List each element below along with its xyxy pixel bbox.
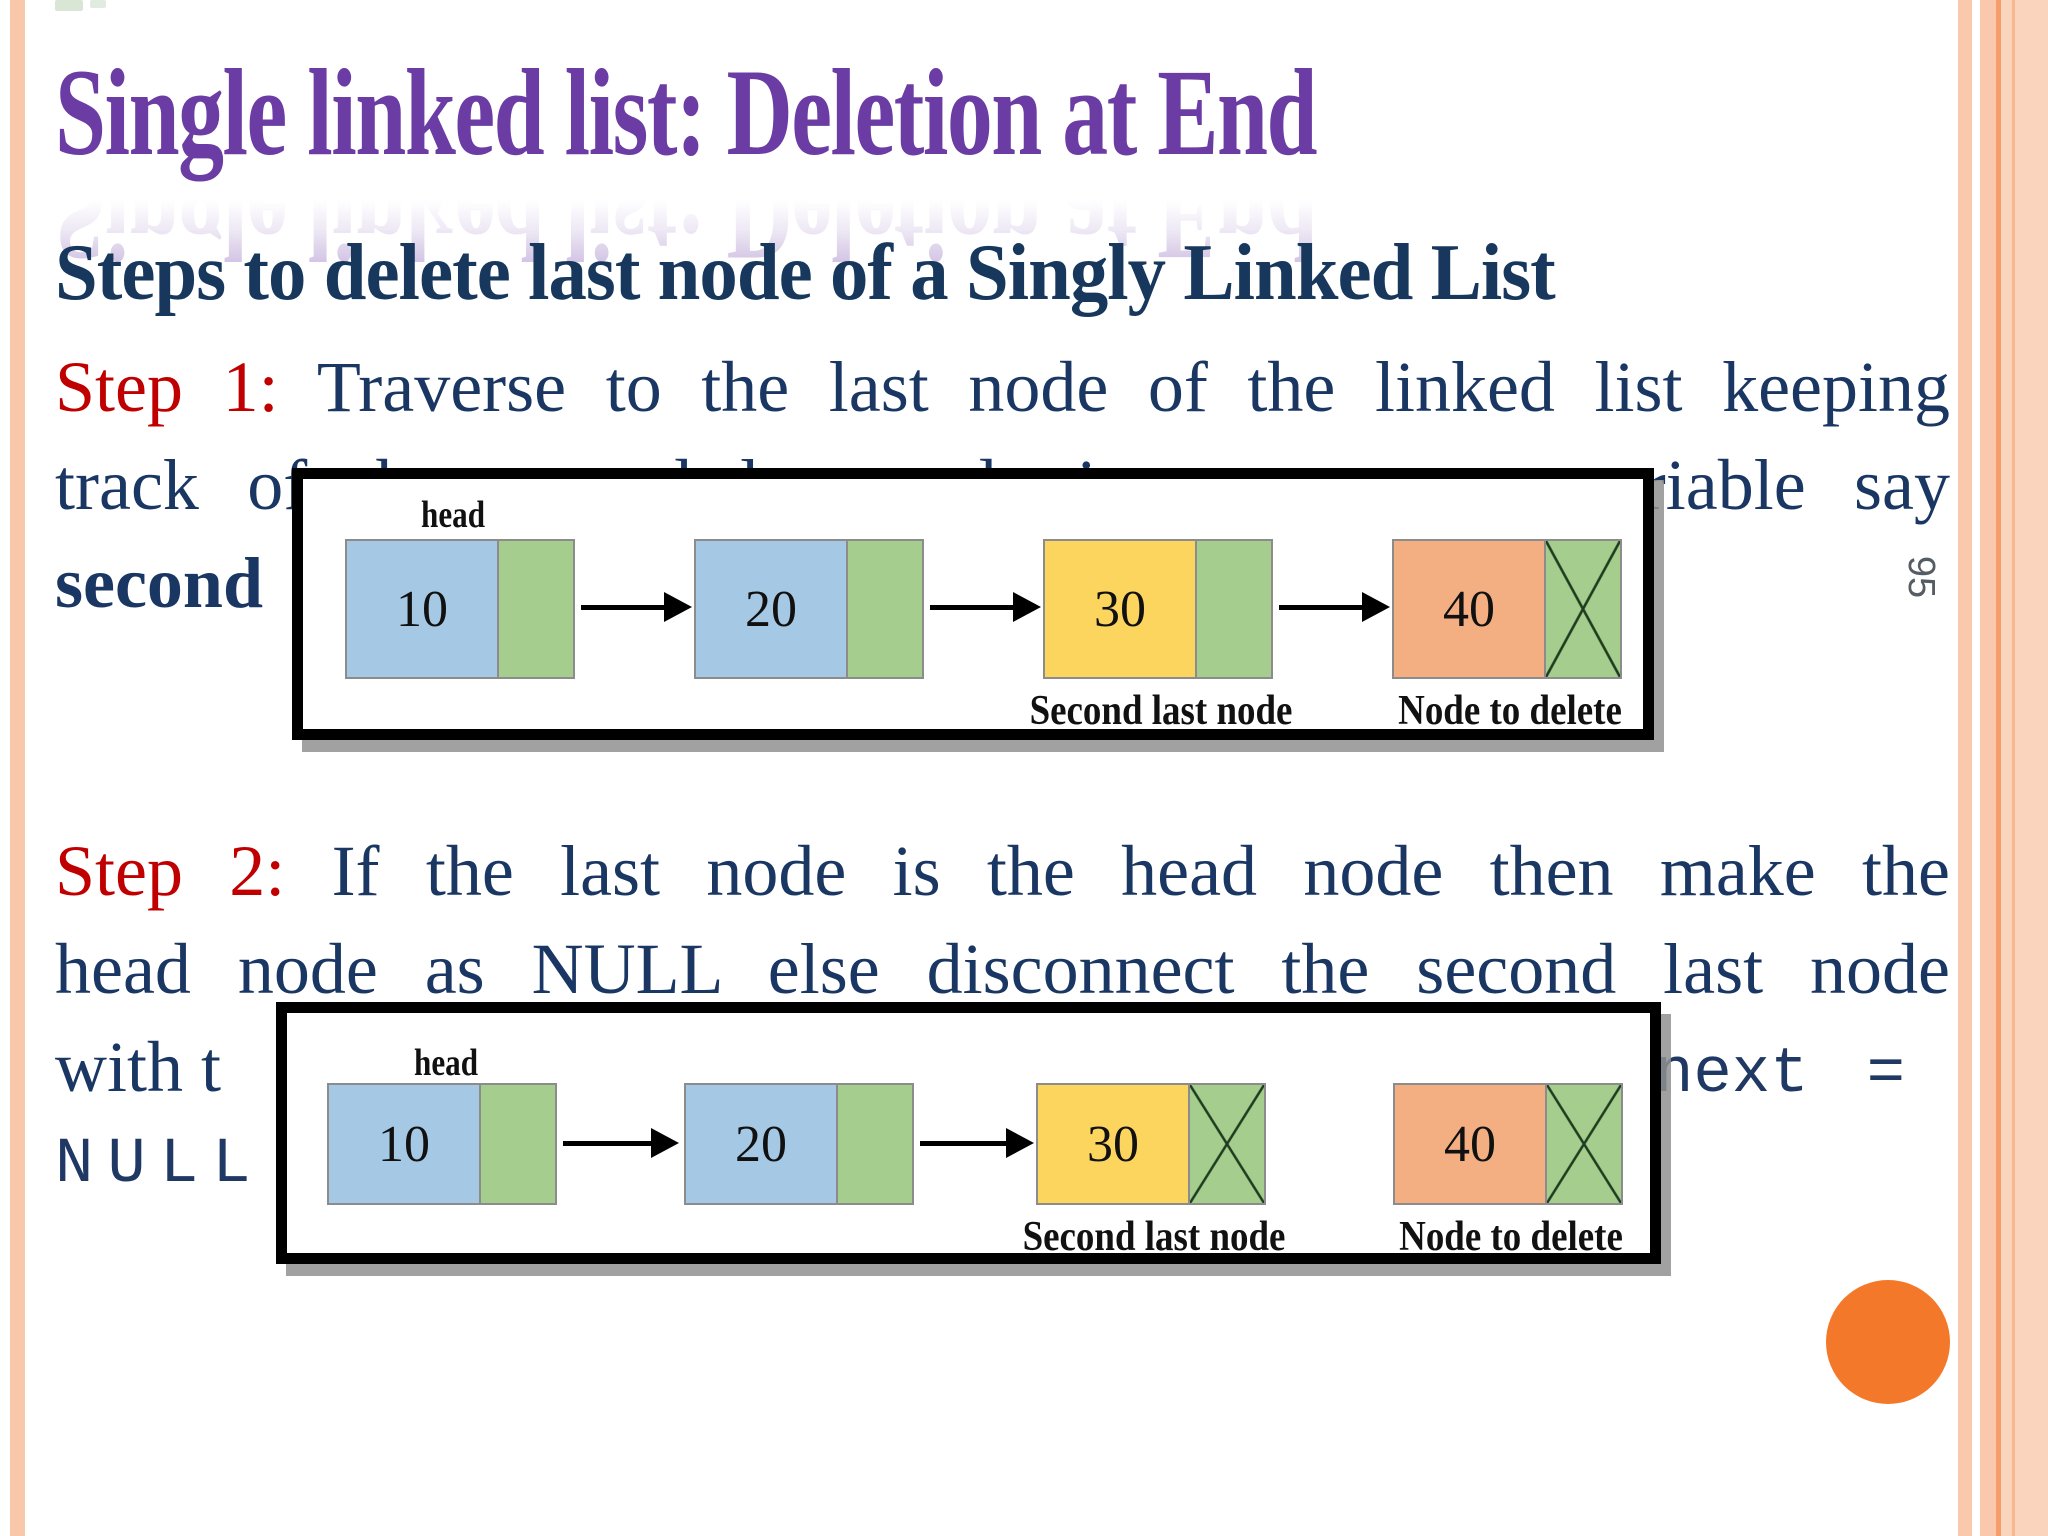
step1-line1-text: Traverse to the last node of the linked … (278, 347, 1950, 427)
step2-line3-left: with t (55, 1027, 222, 1107)
diagram1-arrow-3 (1279, 592, 1390, 622)
right-border-stripe-2 (1980, 0, 1996, 1536)
slide-title-text: Single linked list: Deletion at End (55, 44, 1318, 181)
node-data-cell: 40 (1393, 1083, 1547, 1205)
diagram1-node-30: 30 (1043, 539, 1273, 679)
top-left-mark (55, 0, 83, 11)
diagram2-node-to-delete-label: Node to delete (1399, 1214, 1623, 1260)
null-cross-icon (1546, 541, 1620, 677)
diagram1-second-last-label: Second last node (1029, 688, 1293, 734)
node-next-cell (846, 539, 924, 679)
slide-title: Single linked list: Deletion at End (55, 42, 1955, 184)
left-border-stripe (10, 0, 25, 1536)
step1-line3-bold: second (55, 543, 264, 623)
diagram1-node-to-delete-label: Node to delete (1398, 688, 1622, 734)
diagram2-node-10: 10 (327, 1083, 557, 1205)
diagram2-node-30: 30 (1036, 1083, 1266, 1205)
step1-line1: Step 1: Traverse to the last node of the… (55, 338, 1950, 436)
code-next: next (1654, 1039, 1809, 1111)
step2-paragraph: Step 2: If the last node is the head nod… (55, 822, 1950, 1214)
accent-circle (1826, 1280, 1950, 1404)
section-heading: Steps to delete last node of a Singly Li… (55, 229, 1556, 317)
null-cross-icon (1190, 1085, 1264, 1203)
diagram2-head-label: head (414, 1042, 479, 1084)
node-next-cell (479, 1083, 557, 1205)
node-next-cell (1544, 539, 1622, 679)
node-next-cell (1195, 539, 1273, 679)
node-next-cell (1188, 1083, 1266, 1205)
node-next-cell (1545, 1083, 1623, 1205)
step2-line3-code: next = (1655, 1026, 1905, 1124)
code-equals: = (1866, 1039, 1905, 1111)
step2-line3: with t next = (55, 1018, 1950, 1116)
node-data-cell: 40 (1392, 539, 1546, 679)
diagram2-arrow-1 (563, 1128, 679, 1158)
diagram1-node-20: 20 (694, 539, 924, 679)
right-border-thin-line (2012, 0, 2015, 1536)
diagram2-node-40: 40 (1393, 1083, 1623, 1205)
diagram2-second-last-label: Second last node (1022, 1214, 1286, 1260)
node-data-cell: 10 (345, 539, 499, 679)
node-next-cell (836, 1083, 914, 1205)
node-data-cell: 20 (694, 539, 848, 679)
right-border-stripe-1 (1958, 0, 1972, 1536)
step2-line2: head node as NULL else disconnect the se… (55, 929, 1950, 1009)
node-next-cell (497, 539, 575, 679)
step2-label: Step 2: (55, 831, 286, 911)
diagram1-node-40: 40 (1392, 539, 1622, 679)
top-left-mark-2 (90, 0, 106, 8)
right-border-band (2001, 0, 2048, 1536)
step2-line4-code: NULL (55, 1129, 265, 1201)
diagram1-head-label: head (421, 494, 486, 536)
diagram1-arrow-2 (930, 592, 1041, 622)
diagram2-frame: head 10 20 30 40 Second last node Node t… (276, 1002, 1661, 1264)
null-cross-icon (1547, 1085, 1621, 1203)
step1-label: Step 1: (55, 347, 279, 427)
diagram2-arrow-2 (920, 1128, 1034, 1158)
node-data-cell: 30 (1036, 1083, 1190, 1205)
node-data-cell: 10 (327, 1083, 481, 1205)
step2-line1-text: If the last node is the head node then m… (285, 831, 1950, 911)
diagram2-node-20: 20 (684, 1083, 914, 1205)
step2-line1: Step 2: If the last node is the head nod… (55, 822, 1950, 920)
diagram1-arrow-1 (581, 592, 692, 622)
node-data-cell: 30 (1043, 539, 1197, 679)
right-border-stripe-dark (1996, 0, 2001, 1536)
diagram1-node-10: 10 (345, 539, 575, 679)
node-data-cell: 20 (684, 1083, 838, 1205)
diagram1-frame: head 10 20 30 40 Second last node Node t… (292, 468, 1654, 740)
